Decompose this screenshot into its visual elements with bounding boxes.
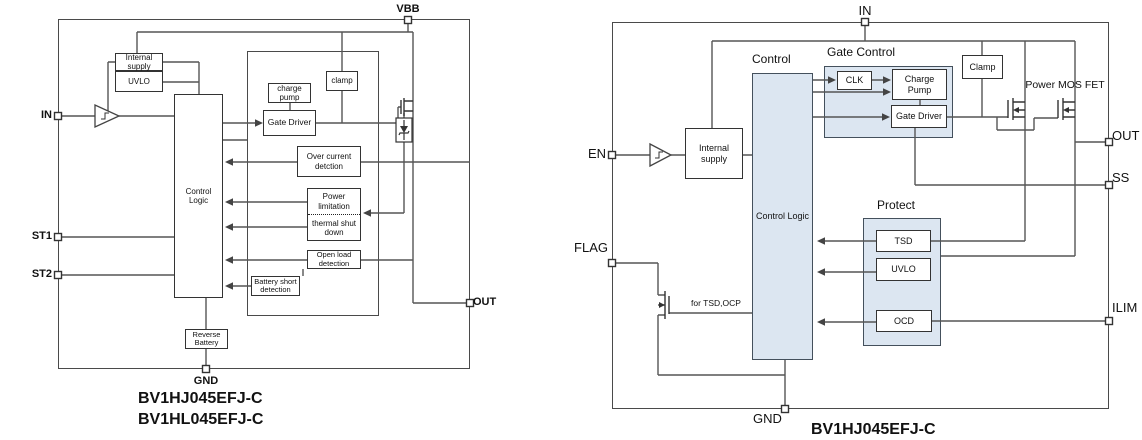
left-block-over-current: Over current detction bbox=[297, 146, 361, 177]
power-limitation-label: Power limitation bbox=[308, 189, 360, 215]
right-block-clk: CLK bbox=[837, 71, 872, 90]
out-pin-label-left: OUT bbox=[473, 296, 497, 308]
power-mos-fet-label: Power MOS FET bbox=[1025, 79, 1105, 91]
ilim-pin-label: ILIM bbox=[1112, 300, 1138, 315]
en-pin-label: EN bbox=[587, 146, 606, 161]
right-block-gate-driver: Gate Driver bbox=[891, 105, 947, 128]
vbb-pin-label: VBB bbox=[396, 3, 420, 15]
right-part-number: BV1HJ045EFJ-C bbox=[811, 421, 936, 438]
left-block-open-load: Open load detection bbox=[307, 250, 361, 269]
ss-pin-label: SS bbox=[1112, 170, 1130, 185]
gnd-pin-label-left: GND bbox=[193, 375, 219, 387]
protect-group-label: Protect bbox=[877, 198, 916, 212]
left-part-number-1: BV1HJ045EFJ-C bbox=[138, 390, 263, 407]
right-block-internal-supply: Internal supply bbox=[685, 128, 743, 179]
in-pin-label-right: IN bbox=[858, 3, 872, 18]
thermal-shutdown-label: thermal shut down bbox=[311, 218, 357, 237]
left-block-battery-short: Battery short detection bbox=[251, 276, 300, 296]
right-block-charge-pump: Charge Pump bbox=[892, 69, 947, 100]
flag-pin-label: FLAG bbox=[574, 240, 608, 255]
right-block-ocd: OCD bbox=[876, 310, 932, 332]
right-block-uvlo: UVLO bbox=[876, 258, 931, 281]
left-block-gate-driver: Gate Driver bbox=[263, 110, 316, 136]
control-group-label: Control bbox=[752, 52, 791, 66]
left-block-uvlo: UVLO bbox=[115, 71, 163, 92]
out-pin-label-right: OUT bbox=[1112, 128, 1140, 143]
right-block-clamp: Clamp bbox=[962, 55, 1003, 79]
st2-pin-label: ST2 bbox=[31, 268, 52, 280]
left-part-number-2: BV1HL045EFJ-C bbox=[138, 411, 264, 428]
in-pin-label-left: IN bbox=[41, 109, 52, 121]
right-block-control-logic: Control Logic bbox=[752, 73, 813, 360]
gnd-pin-label-right: GND bbox=[753, 411, 782, 426]
left-block-clamp: clamp bbox=[326, 71, 358, 91]
left-block-power-limitation-thermal: Power limitation thermal shut down bbox=[307, 188, 361, 241]
st1-pin-label: ST1 bbox=[31, 230, 52, 242]
right-chip-outline bbox=[612, 22, 1109, 409]
gate-control-group-label: Gate Control bbox=[827, 45, 896, 59]
left-block-charge-pump: charge pump bbox=[268, 83, 311, 103]
for-tsd-ocp-label: for TSD,OCP bbox=[691, 298, 741, 308]
left-block-internal-supply: Internal supply bbox=[115, 53, 163, 71]
left-block-reverse-battery: Reverse Battery bbox=[185, 329, 228, 349]
right-block-tsd: TSD bbox=[876, 230, 931, 252]
left-block-control-logic: Control Logic bbox=[174, 94, 223, 298]
